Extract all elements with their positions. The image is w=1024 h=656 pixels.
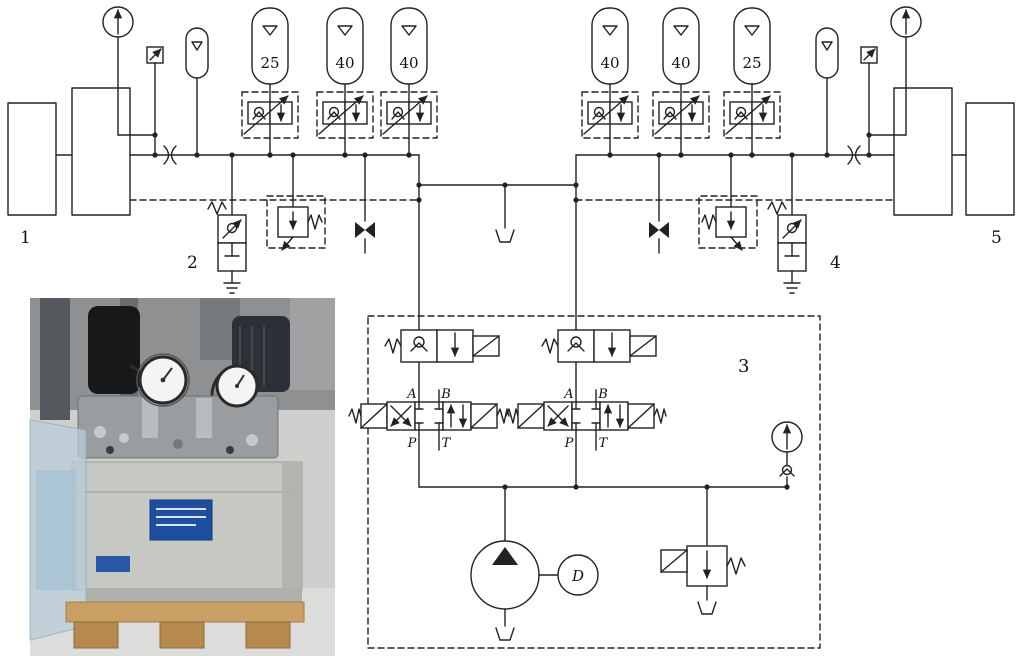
component-number-5: 5 <box>991 228 1002 248</box>
right-shutoff-valve <box>649 154 669 254</box>
directional-valve-right-icon <box>506 390 666 450</box>
port-label-b: B <box>597 387 608 402</box>
port-label-p: P <box>407 436 417 451</box>
system-relief-valve <box>660 486 746 615</box>
shutoff-valve-icon <box>355 222 375 238</box>
right-brake-unit: 5 <box>893 87 1015 248</box>
pressure-switch-right-icon <box>861 47 877 63</box>
right-accumulator-bank: 40 40 25 <box>582 7 780 158</box>
component-number-3: 3 <box>738 356 749 377</box>
left-relief-valve <box>267 154 325 250</box>
relief-valve-icon <box>267 196 325 250</box>
accumulator-capacity-label: 40 <box>335 54 354 72</box>
reservoir-icon <box>495 627 515 641</box>
pressure-gauge-icon <box>772 422 802 452</box>
port-label-b: B <box>440 387 451 402</box>
pump-motor-group: D <box>470 486 599 641</box>
photo-name-plate <box>149 499 213 541</box>
shutoff-valve-icon <box>649 222 669 238</box>
small-accumulator-right-icon <box>815 27 839 79</box>
pressure-gauge-right-icon <box>891 7 921 37</box>
accumulator-icon <box>326 7 364 85</box>
left-instrument-group <box>103 7 209 156</box>
accumulator-capacity-label: 40 <box>671 54 690 72</box>
power-unit-boundary <box>367 315 821 649</box>
right-main-line <box>575 145 895 201</box>
solenoid-valve-icon <box>768 155 806 293</box>
accumulator-capacity-label: 25 <box>260 54 279 72</box>
photo-label-tag <box>96 556 130 572</box>
pilot-check-valve-icon <box>385 330 499 362</box>
accumulator-icon <box>662 7 700 85</box>
directional-valve-left-icon <box>349 390 509 450</box>
reservoir-icon <box>495 229 515 243</box>
component-2-valve: 2 <box>187 155 246 293</box>
port-label-p: P <box>564 436 574 451</box>
accumulator-capacity-label: 40 <box>600 54 619 72</box>
port-label-t: T <box>442 436 452 451</box>
left-brake-unit: 1 <box>7 87 131 248</box>
relief-valve-icon <box>699 196 757 250</box>
accumulator-icon <box>390 7 428 85</box>
port-label-a: A <box>563 387 573 402</box>
manifold-gauge-group <box>772 422 802 488</box>
photo-pallet <box>65 601 305 623</box>
pressure-gauge-left-icon <box>103 7 133 37</box>
left-shutoff-valve <box>355 154 375 254</box>
accumulator-capacity-label: 40 <box>399 54 418 72</box>
pressure-switch-left-icon <box>147 47 163 63</box>
right-instrument-group <box>815 7 921 156</box>
left-main-line <box>129 145 420 201</box>
left-accumulator-bank: 25 40 40 <box>242 7 437 158</box>
port-label-a: A <box>406 387 416 402</box>
accumulator-icon <box>251 7 289 85</box>
accumulator-valve-icon <box>582 84 638 158</box>
pilot-check-valve-icon <box>542 330 656 362</box>
accumulator-icon <box>733 7 771 85</box>
accumulator-capacity-label: 25 <box>742 54 761 72</box>
accumulator-icon <box>591 7 629 85</box>
accumulator-valve-icon <box>724 84 780 158</box>
accumulator-valve-icon <box>242 84 298 158</box>
photo-electric-motor <box>88 306 140 394</box>
accumulator-valve-icon <box>381 84 437 158</box>
accumulator-valve-icon <box>317 84 373 158</box>
component-number-1: 1 <box>20 228 31 248</box>
accumulator-valve-icon <box>653 84 709 158</box>
reservoir-icon <box>697 601 717 615</box>
hydraulic-power-unit-photo <box>29 298 335 656</box>
motor-icon <box>557 554 599 596</box>
port-label-t: T <box>599 436 609 451</box>
right-relief-valve <box>699 154 757 250</box>
component-number-4: 4 <box>830 253 841 273</box>
photo-gauge <box>136 353 190 407</box>
solenoid-valve-icon <box>208 155 246 293</box>
motor-label: D <box>571 567 584 585</box>
power-unit-box: 3 A B P T A B P T D <box>349 315 821 649</box>
component-4-valve: 4 <box>768 155 841 293</box>
small-accumulator-left-icon <box>185 27 209 79</box>
component-number-2: 2 <box>187 253 198 273</box>
center-lines <box>416 154 579 403</box>
